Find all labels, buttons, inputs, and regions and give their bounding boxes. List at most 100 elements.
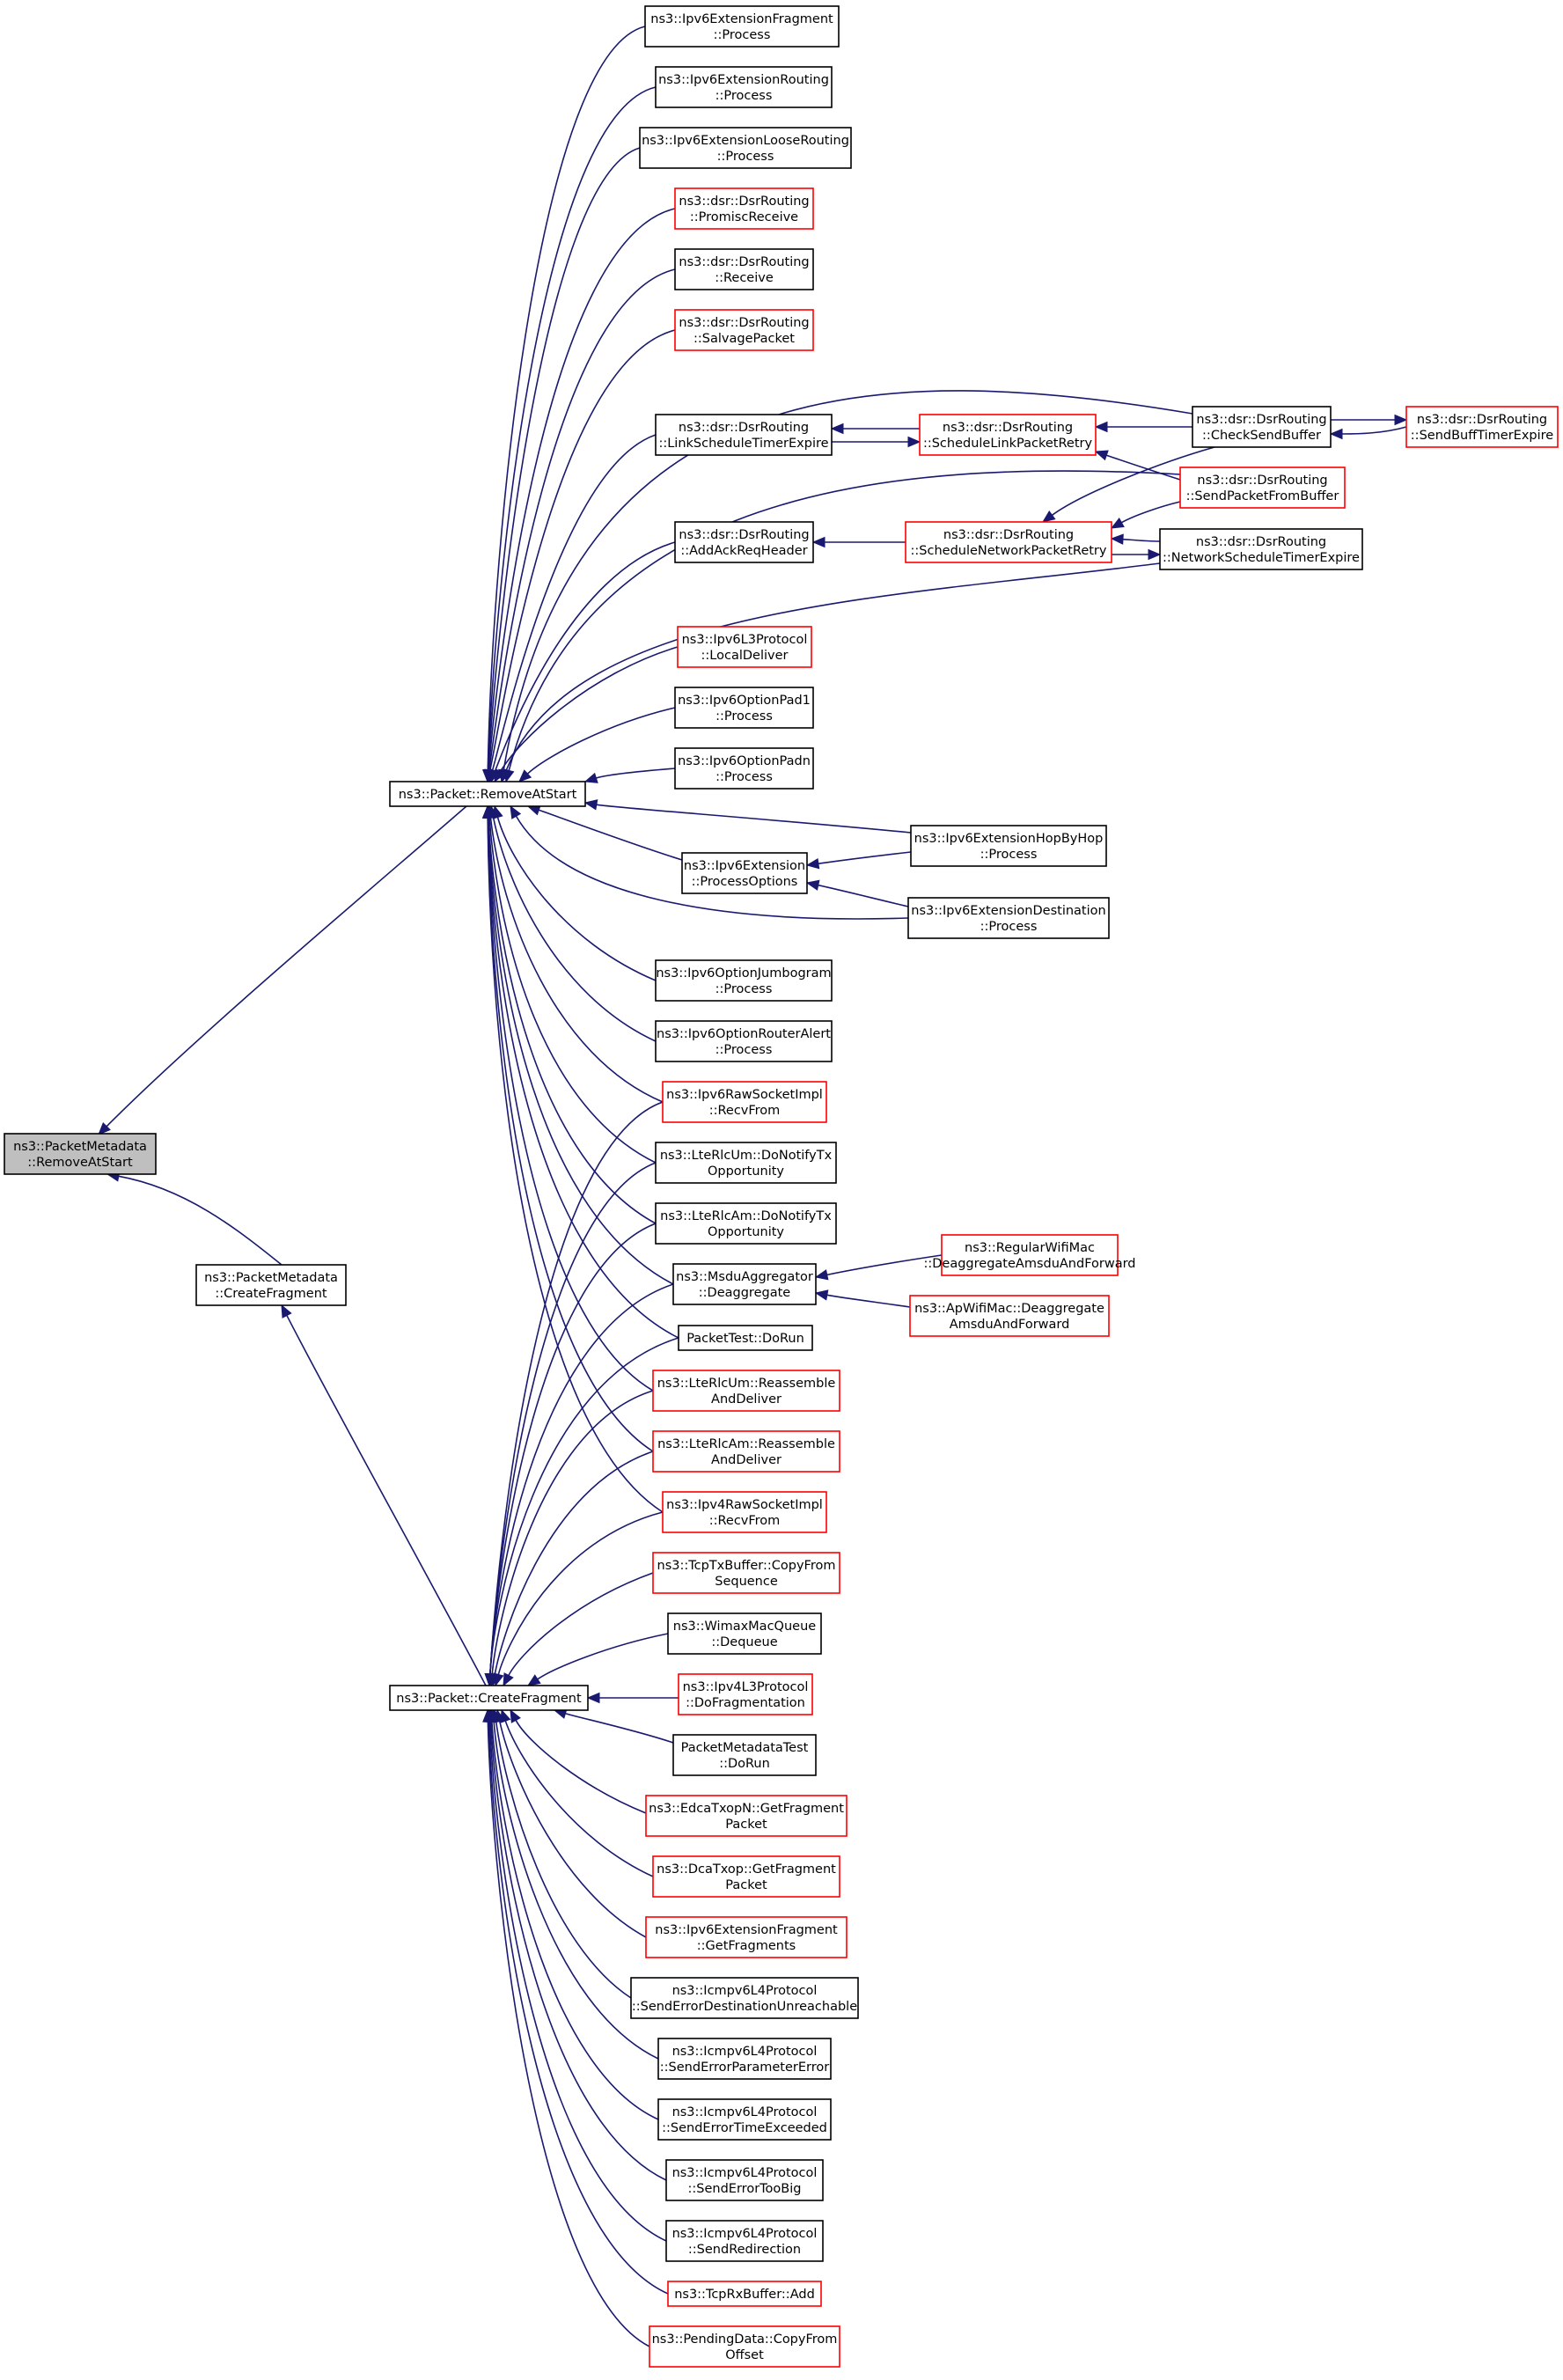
node-box xyxy=(674,248,814,290)
arrowhead xyxy=(811,536,826,548)
node-label: ns3::LteRlcUm::DoNotifyTx xyxy=(660,1149,833,1163)
node-dnst[interactable]: ns3::dsr::DsrRouting::NetworkScheduleTim… xyxy=(1159,528,1363,570)
arrowhead xyxy=(1110,517,1125,529)
node-srd[interactable]: ns3::Icmpv6L4Protocol::SendRedirection xyxy=(665,2220,824,2262)
node-box xyxy=(652,1855,840,1898)
node-label: ns3::Icmpv6L4Protocol xyxy=(672,2105,818,2119)
node-sepe[interactable]: ns3::Icmpv6L4Protocol::SendErrorParamete… xyxy=(657,2038,832,2080)
node-label: ::Process xyxy=(980,920,1038,934)
edge-umtx-to-prs xyxy=(483,804,657,1164)
edge-line xyxy=(495,1721,632,1999)
node-op1[interactable]: ns3::Ipv6OptionPad1::Process xyxy=(674,687,814,729)
node-label: ::CheckSendBuffer xyxy=(1202,429,1321,443)
node-r6rf[interactable]: ns3::Ipv6RawSocketImpl::RecvFrom xyxy=(662,1081,827,1123)
edge-line xyxy=(106,805,467,1128)
node-pcf[interactable]: ns3::Packet::CreateFragment xyxy=(389,1685,589,1711)
node-label: ns3::LteRlcAm::DoNotifyTx xyxy=(660,1209,832,1223)
node-elrp[interactable]: ns3::Ipv6ExtensionLooseRouting::Process xyxy=(639,127,852,169)
node-dlst[interactable]: ns3::dsr::DsrRouting::LinkScheduleTimerE… xyxy=(655,414,833,456)
node-wmq[interactable]: ns3::WimaxMacQueue::Dequeue xyxy=(667,1612,822,1655)
edge-line xyxy=(1122,538,1161,542)
edge-line xyxy=(493,1721,659,2060)
node-root[interactable]: ns3::PacketMetadata::RemoveAtStart xyxy=(4,1133,157,1175)
node-dslr[interactable]: ns3::dsr::DsrRouting::ScheduleLinkPacket… xyxy=(919,414,1097,456)
node-label: AndDeliver xyxy=(711,1392,782,1407)
node-epo[interactable]: ns3::Ipv6Extension::ProcessOptions xyxy=(681,852,808,894)
node-label: ::Dequeue xyxy=(711,1635,777,1649)
edge-dca-to-pcf xyxy=(500,1708,654,1877)
node-erp[interactable]: ns3::Ipv6ExtensionRouting::Process xyxy=(655,66,833,108)
node-sedu[interactable]: ns3::Icmpv6L4Protocol::SendErrorDestinat… xyxy=(630,1977,859,2019)
node-trba[interactable]: ns3::TcpRxBuffer::Add xyxy=(667,2281,822,2307)
node-apw[interactable]: ns3::ApWifiMac::DeaggregateAmsduAndForwa… xyxy=(909,1295,1110,1337)
arrowhead xyxy=(1394,414,1408,426)
node-box xyxy=(905,521,1112,563)
edge-dsp-to-prs xyxy=(484,329,676,783)
node-dcsb[interactable]: ns3::dsr::DsrRouting::CheckSendBuffer xyxy=(1192,406,1332,448)
node-box xyxy=(4,1133,157,1175)
node-efp[interactable]: ns3::Ipv6ExtensionFragment::Process xyxy=(644,5,840,48)
node-dsbt[interactable]: ns3::dsr::DsrRouting::SendBuffTimerExpir… xyxy=(1405,406,1559,448)
node-box xyxy=(1192,406,1332,448)
node-label: ::Process xyxy=(715,709,773,724)
edge-dspb-to-dsnr xyxy=(1110,501,1181,529)
node-dspb[interactable]: ns3::dsr::DsrRouting::SendPacketFromBuff… xyxy=(1179,466,1346,509)
edge-line xyxy=(505,562,1161,772)
node-ehbh[interactable]: ns3::Ipv6ExtensionHopByHop::Process xyxy=(910,825,1107,867)
node-box xyxy=(655,1142,837,1184)
edge-line xyxy=(1120,501,1181,524)
node-label: ns3::Icmpv6L4Protocol xyxy=(672,2166,818,2180)
node-opn[interactable]: ns3::Ipv6OptionPadn::Process xyxy=(674,747,814,790)
node-pmcf[interactable]: ns3::PacketMetadata::CreateFragment xyxy=(195,1264,347,1306)
node-drc[interactable]: ns3::dsr::DsrRouting::Receive xyxy=(674,248,814,290)
node-box xyxy=(662,1491,827,1533)
node-msdu[interactable]: ns3::MsduAggregator::Deaggregate xyxy=(672,1263,817,1305)
node-i4df[interactable]: ns3::Ipv4L3Protocol::DoFragmentation xyxy=(678,1673,813,1715)
node-box xyxy=(645,1916,848,1958)
edge-line xyxy=(489,1721,667,2181)
node-label: ::CreateFragment xyxy=(215,1287,327,1301)
node-label: ::SendErrorParameterError xyxy=(660,2060,829,2075)
node-ld[interactable]: ns3::Ipv6L3Protocol::LocalDeliver xyxy=(677,626,812,668)
node-box xyxy=(655,1020,833,1062)
edge-dcsb-to-dsbt xyxy=(1331,414,1408,426)
node-setb[interactable]: ns3::Icmpv6L4Protocol::SendErrorTooBig xyxy=(665,2159,824,2201)
node-ptdr[interactable]: PacketTest::DoRun xyxy=(678,1325,813,1351)
node-label: ::LocalDeliver xyxy=(701,649,789,663)
node-dsnr[interactable]: ns3::dsr::DsrRouting::ScheduleNetworkPac… xyxy=(905,521,1112,563)
node-prs[interactable]: ns3::Packet::RemoveAtStart xyxy=(389,781,586,807)
node-box xyxy=(678,1325,813,1351)
arrowhead xyxy=(1041,510,1056,523)
node-label: PacketMetadataTest xyxy=(681,1741,809,1755)
node-box xyxy=(655,1202,837,1245)
edge-pmcf-to-root xyxy=(106,1171,283,1266)
node-r4rf[interactable]: ns3::Ipv4RawSocketImpl::RecvFrom xyxy=(662,1491,827,1533)
node-box xyxy=(907,897,1110,939)
node-dsp[interactable]: ns3::dsr::DsrRouting::SalvagePacket xyxy=(674,309,814,351)
arrowhead xyxy=(1110,533,1124,545)
node-ojg[interactable]: ns3::Ipv6OptionJumbogram::Process xyxy=(655,959,833,1002)
node-box xyxy=(644,5,840,48)
node-box xyxy=(674,309,814,351)
node-ora[interactable]: ns3::Ipv6OptionRouterAlert::Process xyxy=(655,1020,833,1062)
node-dpr[interactable]: ns3::dsr::DsrRouting::PromiscReceive xyxy=(674,187,814,230)
edge-pmdt-to-pcf xyxy=(553,1708,674,1744)
node-label: ns3::dsr::DsrRouting xyxy=(1197,474,1327,488)
node-edst[interactable]: ns3::Ipv6ExtensionDestination::Process xyxy=(907,897,1110,939)
node-daar[interactable]: ns3::dsr::DsrRouting::AddAckReqHeader xyxy=(674,521,814,563)
node-efgf[interactable]: ns3::Ipv6ExtensionFragment::GetFragments xyxy=(645,1916,848,1958)
edge-dcsb-to-dslr xyxy=(1094,421,1192,433)
node-sete[interactable]: ns3::Icmpv6L4Protocol::SendErrorTimeExce… xyxy=(657,2098,832,2141)
node-rwm[interactable]: ns3::RegularWifiMac::DeaggregateAmsduAnd… xyxy=(923,1234,1136,1276)
node-label: AndDeliver xyxy=(711,1453,782,1467)
edge-line xyxy=(1106,454,1181,481)
node-pmdt[interactable]: PacketMetadataTest::DoRun xyxy=(672,1734,817,1776)
